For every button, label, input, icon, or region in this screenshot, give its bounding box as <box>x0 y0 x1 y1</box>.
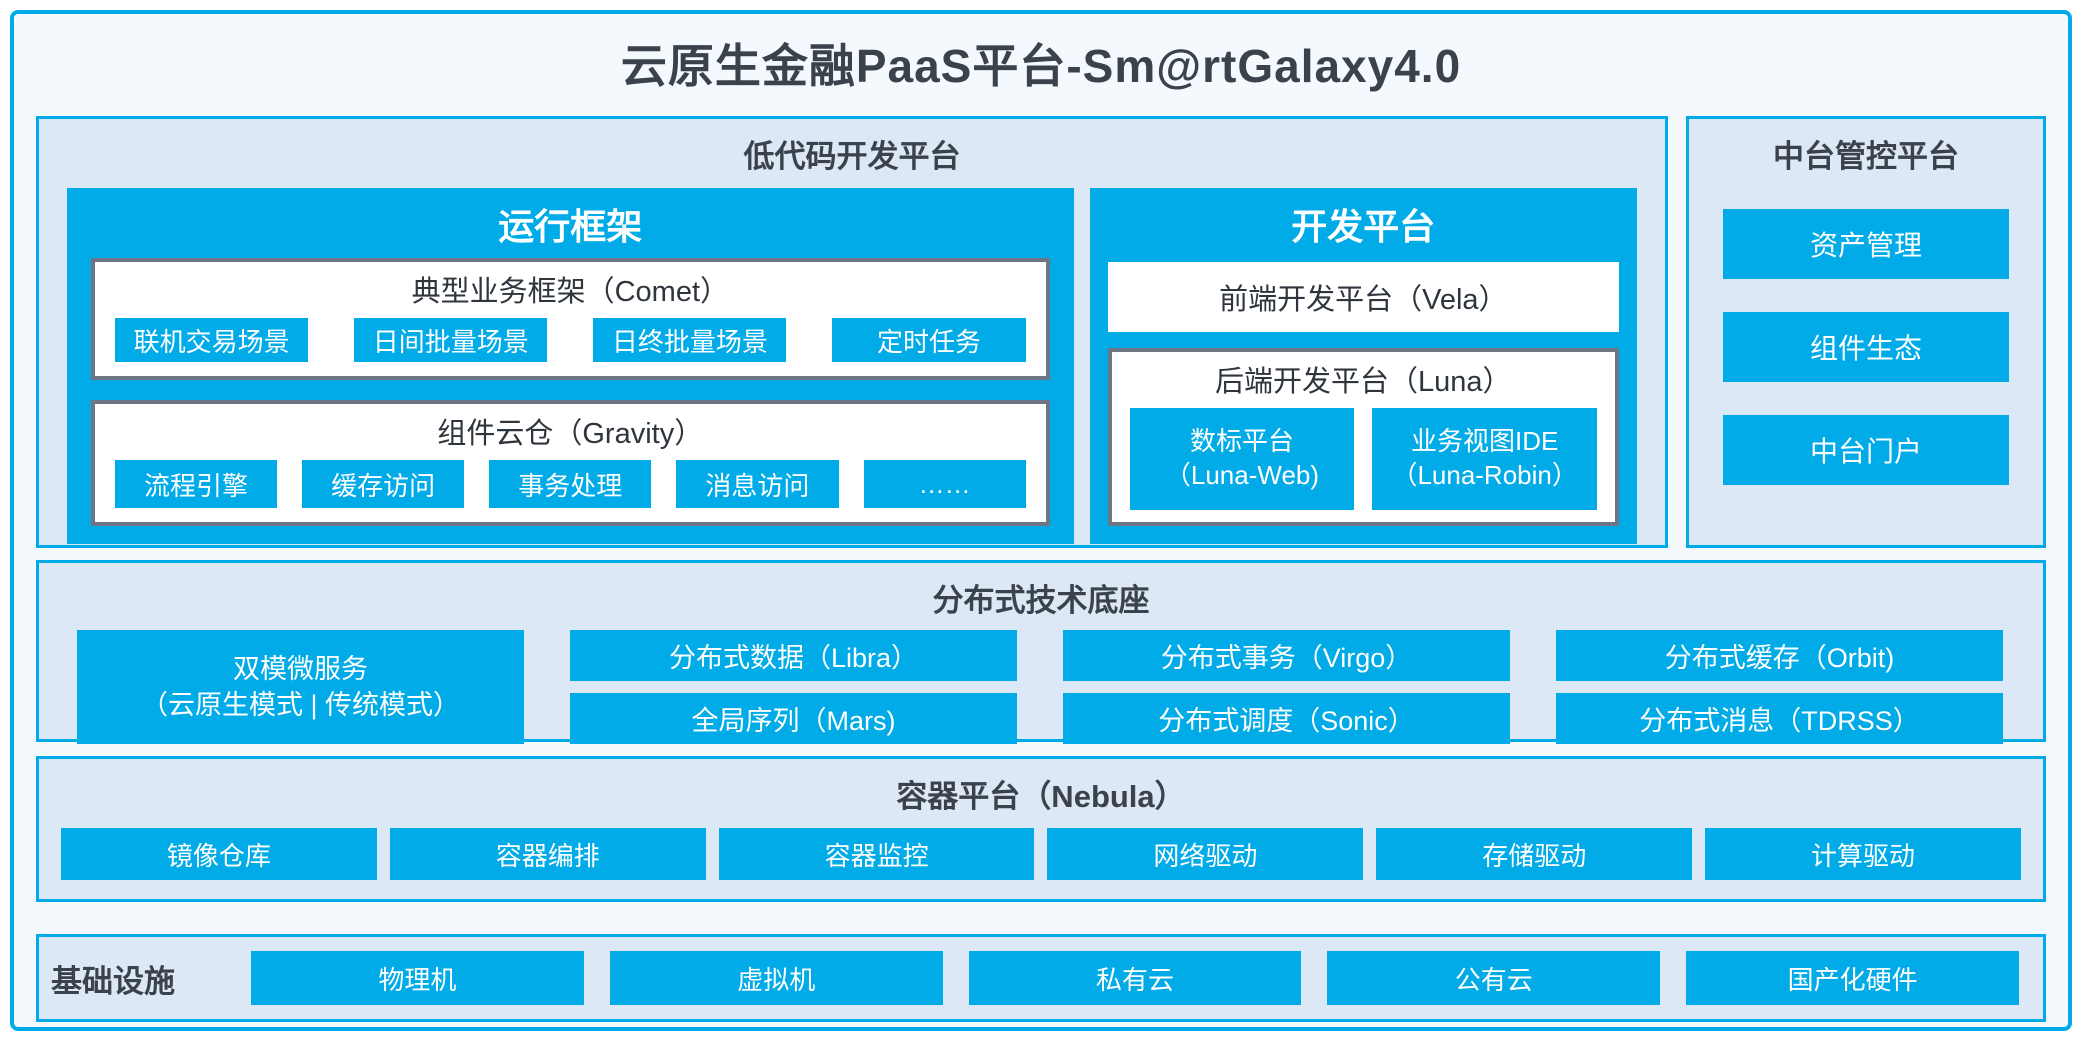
distributed-header: 分布式技术底座 <box>932 583 1150 618</box>
dual-mode-line1: 双模微服务 <box>233 653 368 684</box>
distributed-message-tdrss: 分布式消息（TDRSS） <box>1556 693 2003 744</box>
luna-robin-line1: 业务视图IDE <box>1410 426 1559 457</box>
infrastructure-items: 物理机 虚拟机 私有云 公有云 国产化硬件 <box>251 951 2019 1005</box>
global-sequence-mars: 全局序列（Mars) <box>570 693 1017 744</box>
gravity-item: 流程引擎 <box>115 460 278 508</box>
gravity-title: 组件云仓（Gravity） <box>437 418 704 450</box>
nebula-item-compute-driver: 计算驱动 <box>1705 828 2021 880</box>
luna-items: 数标平台 （Luna-Web) 业务视图IDE （Luna-Robin） <box>1112 408 1615 522</box>
infra-item-private-cloud: 私有云 <box>968 951 1302 1005</box>
distributed-cache-orbit: 分布式缓存（Orbit) <box>1556 630 2003 681</box>
dual-mode-microservice-box: 双模微服务 （云原生模式 | 传统模式） <box>77 630 524 744</box>
luna-robin-line2: （Luna-Robin） <box>1391 460 1578 490</box>
gravity-items: 流程引擎 缓存访问 事务处理 消息访问 …… <box>95 460 1046 522</box>
section-midplatform-control: 中台管控平台 资产管理 组件生态 中台门户 <box>1686 116 2046 548</box>
midplatform-item-asset-mgmt: 资产管理 <box>1723 209 2009 279</box>
top-row: 低代码开发平台 运行框架 典型业务框架（Comet） 联机交易场景 日间批量场景… <box>36 116 2046 548</box>
nebula-header: 容器平台（Nebula） <box>896 779 1186 814</box>
comet-item: 日终批量场景 <box>593 318 787 362</box>
midplatform-item-portal: 中台门户 <box>1723 415 2009 485</box>
infrastructure-label: 基础设施 <box>51 963 175 999</box>
page-title: 云原生金融PaaS平台-Sm@rtGalaxy4.0 <box>620 40 1462 92</box>
comet-items: 联机交易场景 日间批量场景 日终批量场景 定时任务 <box>95 318 1046 376</box>
lowcode-panels: 运行框架 典型业务框架（Comet） 联机交易场景 日间批量场景 日终批量场景 … <box>39 176 1665 568</box>
comet-framework-box: 典型业务框架（Comet） 联机交易场景 日间批量场景 日终批量场景 定时任务 <box>91 258 1050 380</box>
lowcode-header: 低代码开发平台 <box>743 139 961 174</box>
luna-web-line2: （Luna-Web) <box>1164 460 1320 490</box>
gravity-warehouse-box: 组件云仓（Gravity） 流程引擎 缓存访问 事务处理 消息访问 …… <box>91 400 1050 526</box>
section-lowcode-platform: 低代码开发平台 运行框架 典型业务框架（Comet） 联机交易场景 日间批量场景… <box>36 116 1668 548</box>
luna-title: 后端开发平台（Luna） <box>1215 366 1512 398</box>
runtime-title: 运行框架 <box>498 206 643 247</box>
distributed-transaction-virgo: 分布式事务（Virgo） <box>1063 630 1510 681</box>
section-infrastructure: 基础设施 物理机 虚拟机 私有云 公有云 国产化硬件 <box>36 934 2046 1022</box>
architecture-diagram: 云原生金融PaaS平台-Sm@rtGalaxy4.0 低代码开发平台 运行框架 … <box>10 10 2072 1031</box>
nebula-item-orchestration: 容器编排 <box>389 828 706 880</box>
dev-title: 开发平台 <box>1291 206 1436 247</box>
distributed-grid: 双模微服务 （云原生模式 | 传统模式） 分布式数据（Libra） 分布式事务（… <box>39 620 2043 744</box>
nebula-item-monitoring: 容器监控 <box>718 828 1035 880</box>
section-container-platform: 容器平台（Nebula） 镜像仓库 容器编排 容器监控 网络驱动 存储驱动 计算… <box>36 756 2046 902</box>
luna-web-item: 数标平台 （Luna-Web) <box>1129 408 1355 510</box>
comet-item: 定时任务 <box>832 318 1026 362</box>
distributed-data-libra: 分布式数据（Libra） <box>570 630 1017 681</box>
comet-item: 联机交易场景 <box>115 318 309 362</box>
luna-robin-item: 业务视图IDE （Luna-Robin） <box>1372 408 1598 510</box>
vela-frontend-box: 前端开发平台（Vela） <box>1107 262 1619 332</box>
infra-item-public-cloud: 公有云 <box>1327 951 1661 1005</box>
nebula-item-image-registry: 镜像仓库 <box>61 828 377 880</box>
midplatform-header: 中台管控平台 <box>1773 139 1959 174</box>
midplatform-item-component-eco: 组件生态 <box>1723 312 2009 382</box>
gravity-item: 缓存访问 <box>302 460 465 508</box>
section-distributed-base: 分布式技术底座 双模微服务 （云原生模式 | 传统模式） 分布式数据（Libra… <box>36 560 2046 744</box>
infra-item-virtual-machine: 虚拟机 <box>609 951 943 1005</box>
gravity-item-ellipsis: …… <box>863 460 1026 508</box>
infra-item-physical-machine: 物理机 <box>251 951 584 1005</box>
dual-mode-line2: （云原生模式 | 传统模式） <box>140 690 461 720</box>
panel-runtime-framework: 运行框架 典型业务框架（Comet） 联机交易场景 日间批量场景 日终批量场景 … <box>67 188 1074 544</box>
nebula-item-storage-driver: 存储驱动 <box>1376 828 1693 880</box>
distributed-scheduler-sonic: 分布式调度（Sonic） <box>1063 693 1510 744</box>
gravity-item: 消息访问 <box>676 460 839 508</box>
nebula-item-network-driver: 网络驱动 <box>1047 828 1364 880</box>
nebula-items: 镜像仓库 容器编排 容器监控 网络驱动 存储驱动 计算驱动 <box>39 816 2043 880</box>
infra-item-domestic-hardware: 国产化硬件 <box>1686 951 2019 1005</box>
luna-web-line1: 数标平台 <box>1189 426 1294 457</box>
gravity-item: 事务处理 <box>489 460 652 508</box>
comet-title: 典型业务框架（Comet） <box>411 276 730 308</box>
luna-backend-box: 后端开发平台（Luna） 数标平台 （Luna-Web) 业务视图IDE （Lu… <box>1107 348 1619 526</box>
panel-dev-platform: 开发平台 前端开发平台（Vela） 后端开发平台（Luna） 数标平台 （Lun… <box>1089 188 1637 544</box>
comet-item: 日间批量场景 <box>354 318 548 362</box>
